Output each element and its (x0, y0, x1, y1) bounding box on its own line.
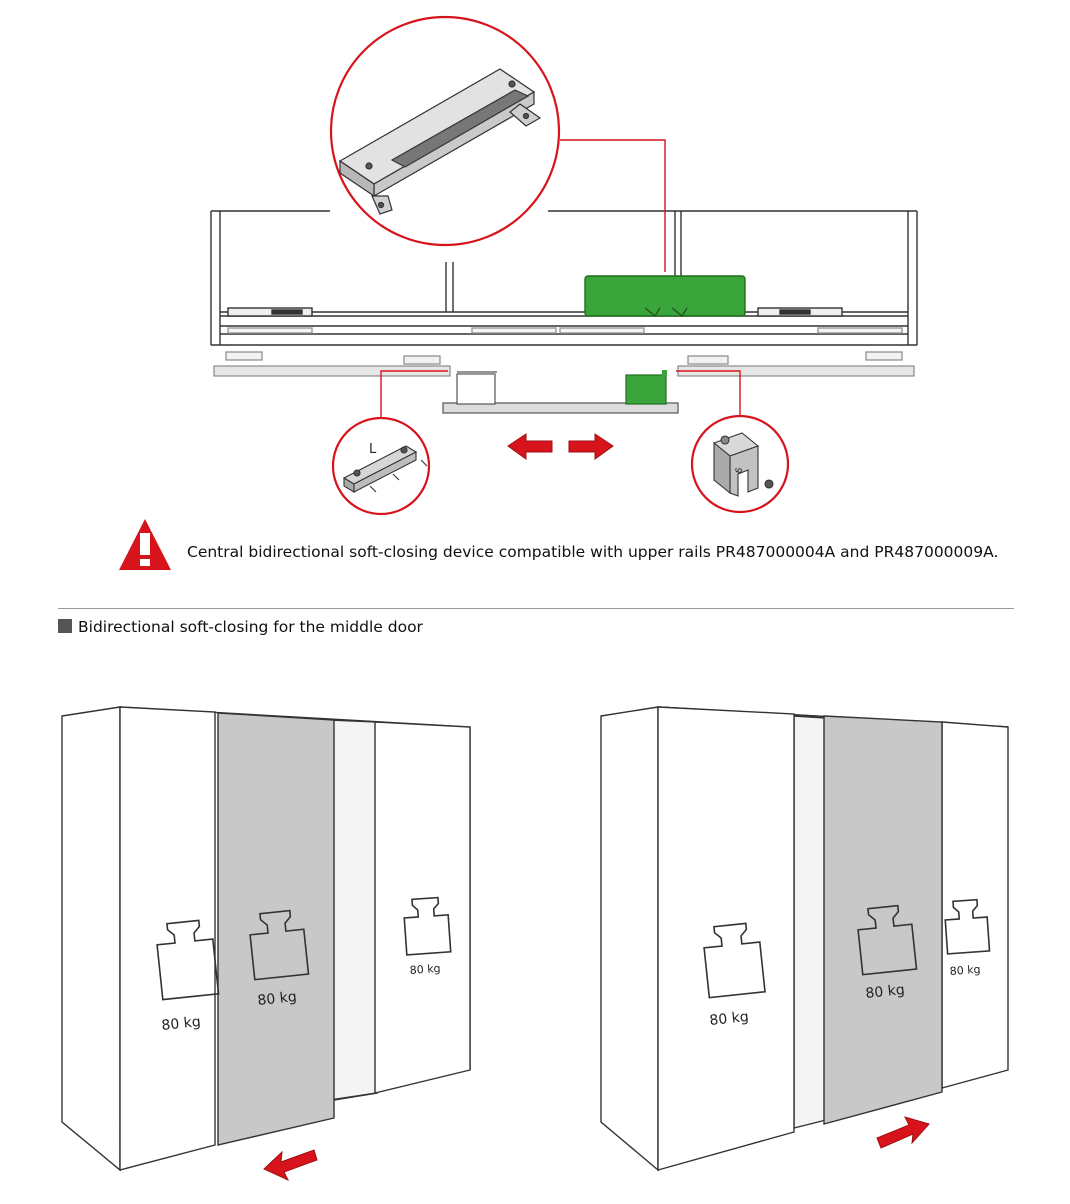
weight-icon (944, 898, 991, 955)
detail-circle-left-bracket: L (331, 416, 431, 516)
soft-close-actuator (625, 374, 667, 405)
weight-label: 80 kg (409, 962, 441, 977)
door-close-right-arrow-icon (876, 1116, 930, 1149)
compatibility-notice: Central bidirectional soft-closing devic… (187, 543, 999, 561)
warning-triangle-icon (119, 519, 171, 570)
exploded-parts (213, 351, 915, 414)
weight-icon (249, 909, 310, 981)
section-title: Bidirectional soft-closing for the middl… (78, 618, 423, 636)
section-heading: Bidirectional soft-closing for the middl… (58, 618, 423, 636)
weight-icon (156, 919, 220, 1001)
weight-icon (857, 904, 918, 976)
soft-close-device (584, 275, 746, 317)
bracket-label-left: L (369, 442, 377, 457)
detail-circle-right-bracket: 6 (690, 414, 790, 514)
weight-icon (703, 922, 766, 999)
bracket-label-right: 6 (734, 466, 745, 474)
bidirectional-arrows-icon (507, 433, 614, 460)
section-square-icon (58, 619, 72, 633)
middle-door-left-scene (217, 712, 335, 1146)
door-open-left-arrow-icon (263, 1149, 318, 1182)
weight-label: 80 kg (161, 1014, 202, 1034)
weight-label: 80 kg (709, 1009, 750, 1029)
middle-door-right-scene (823, 715, 943, 1125)
rail-assembly (210, 210, 918, 346)
wardrobe-right (600, 706, 1009, 1172)
callout-lines (380, 139, 741, 418)
weight-label: 80 kg (865, 982, 906, 1002)
detail-circle-top (329, 15, 561, 247)
section-divider (58, 608, 1014, 609)
weight-icon (403, 896, 452, 956)
weight-label: 80 kg (949, 963, 981, 978)
wardrobe-left (61, 706, 471, 1172)
weight-label: 80 kg (257, 989, 298, 1009)
